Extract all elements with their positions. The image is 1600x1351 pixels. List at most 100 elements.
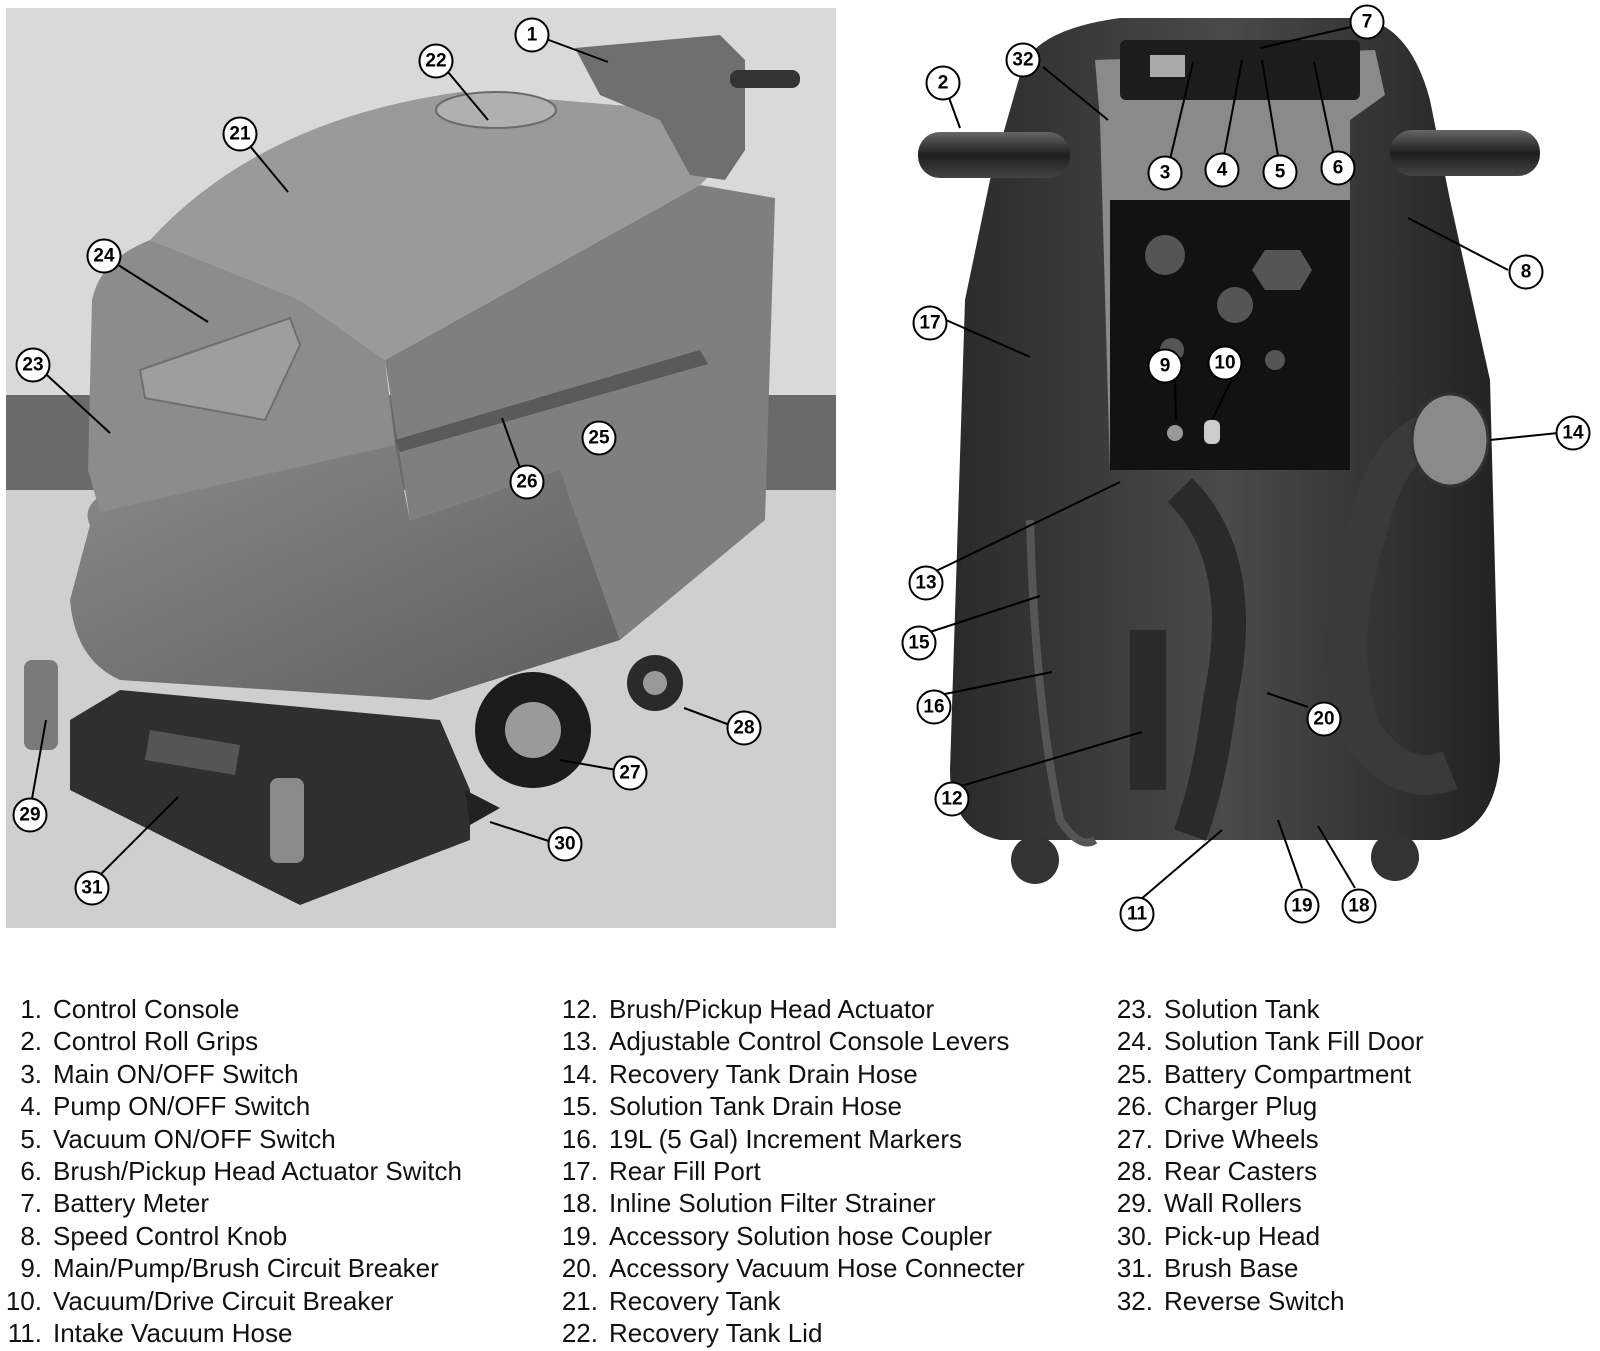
legend-label: Accessory Vacuum Hose Connecter <box>609 1253 1025 1284</box>
svg-text:26: 26 <box>516 472 537 493</box>
svg-text:13: 13 <box>915 573 936 594</box>
legend-item: 23.Solution Tank <box>1105 994 1424 1026</box>
svg-text:25: 25 <box>588 428 610 449</box>
circuit-breaker-10 <box>1204 420 1220 444</box>
legend-label: Brush/Pickup Head Actuator Switch <box>53 1156 462 1187</box>
svg-text:1: 1 <box>527 25 538 46</box>
legend-item: 24.Solution Tank Fill Door <box>1105 1026 1424 1058</box>
legend-label: Solution Tank <box>1164 994 1320 1025</box>
callout-3: 3 <box>1149 157 1182 190</box>
legend-label: Recovery Tank <box>609 1286 781 1317</box>
legend-label: Reverse Switch <box>1164 1286 1345 1317</box>
legend-item: 31.Brush Base <box>1105 1253 1424 1285</box>
legend-label: Charger Plug <box>1164 1091 1317 1122</box>
callout-24: 24 <box>88 240 121 273</box>
rear-caster-left <box>1011 836 1059 884</box>
svg-text:10: 10 <box>1214 353 1235 374</box>
legend-label: Solution Tank Drain Hose <box>609 1091 902 1122</box>
legend-item: 12.Brush/Pickup Head Actuator <box>550 994 1025 1026</box>
callout-15: 15 <box>903 627 936 660</box>
legend-item: 4.Pump ON/OFF Switch <box>0 1091 462 1123</box>
legend-item: 2.Control Roll Grips <box>0 1026 462 1058</box>
callout-29: 29 <box>14 799 47 832</box>
svg-text:21: 21 <box>229 124 251 145</box>
legend-item: 14.Recovery Tank Drain Hose <box>550 1059 1025 1091</box>
legend-label: Battery Compartment <box>1164 1059 1411 1090</box>
legend-label: Adjustable Control Console Levers <box>609 1026 1009 1057</box>
legend-item: 5.Vacuum ON/OFF Switch <box>0 1124 462 1156</box>
rear-grip-left <box>918 132 1070 178</box>
legend-item: 1.Control Console <box>0 994 462 1026</box>
wall-roller-front <box>270 778 304 863</box>
legend-label: Recovery Tank Lid <box>609 1318 822 1349</box>
callout-1: 1 <box>516 19 549 52</box>
legend-item: 17.Rear Fill Port <box>550 1156 1025 1188</box>
svg-text:29: 29 <box>19 805 40 826</box>
legend-item: 11.Intake Vacuum Hose <box>0 1318 462 1350</box>
recovery-tank-lid <box>436 92 556 128</box>
legend-label: Intake Vacuum Hose <box>53 1318 292 1349</box>
svg-text:28: 28 <box>733 718 754 739</box>
side-view-photo <box>6 8 836 928</box>
legend-label: Rear Casters <box>1164 1156 1317 1187</box>
svg-text:8: 8 <box>1521 262 1532 283</box>
svg-text:19: 19 <box>1291 896 1312 917</box>
legend-label: Brush Base <box>1164 1253 1298 1284</box>
callout-19: 19 <box>1286 890 1319 923</box>
svg-text:27: 27 <box>619 763 640 784</box>
legend-item: 28.Rear Casters <box>1105 1156 1424 1188</box>
legend-label: Main/Pump/Brush Circuit Breaker <box>53 1253 439 1284</box>
callout-28: 28 <box>728 712 761 745</box>
legend-item: 6.Brush/Pickup Head Actuator Switch <box>0 1156 462 1188</box>
legend-label: Brush/Pickup Head Actuator <box>609 994 934 1025</box>
legend-column-2: 12.Brush/Pickup Head Actuator 13.Adjusta… <box>550 994 1025 1350</box>
svg-text:5: 5 <box>1275 162 1286 183</box>
legend-item: 10.Vacuum/Drive Circuit Breaker <box>0 1286 462 1318</box>
svg-text:30: 30 <box>554 834 575 855</box>
legend-item: 26.Charger Plug <box>1105 1091 1424 1123</box>
legend-label: Pump ON/OFF Switch <box>53 1091 310 1122</box>
svg-text:16: 16 <box>923 697 944 718</box>
legend-label: Recovery Tank Drain Hose <box>609 1059 918 1090</box>
svg-text:22: 22 <box>425 51 446 72</box>
rear-caster-right <box>1371 833 1419 881</box>
svg-text:3: 3 <box>1160 163 1171 184</box>
legend-label: Speed Control Knob <box>53 1221 287 1252</box>
legend-label: Battery Meter <box>53 1188 209 1219</box>
callout-27: 27 <box>614 757 647 790</box>
callout-16: 16 <box>918 691 951 724</box>
svg-text:6: 6 <box>1333 158 1344 179</box>
callout-21: 21 <box>224 118 257 151</box>
legend-item: 19.Accessory Solution hose Coupler <box>550 1221 1025 1253</box>
callout-11: 11 <box>1121 898 1154 931</box>
svg-text:20: 20 <box>1313 709 1334 730</box>
callout-2: 2 <box>927 67 960 100</box>
legend-item: 21.Recovery Tank <box>550 1286 1025 1318</box>
legend-label: Wall Rollers <box>1164 1188 1302 1219</box>
callout-22: 22 <box>420 45 453 78</box>
svg-text:4: 4 <box>1217 160 1228 181</box>
svg-text:24: 24 <box>93 246 115 267</box>
callout-13: 13 <box>910 567 943 600</box>
callout-5: 5 <box>1264 156 1297 189</box>
head-actuator <box>1130 630 1166 790</box>
legend-item: 32.Reverse Switch <box>1105 1286 1424 1318</box>
svg-text:12: 12 <box>941 789 962 810</box>
legend-label: Main ON/OFF Switch <box>53 1059 299 1090</box>
legend-label: Rear Fill Port <box>609 1156 761 1187</box>
wall-roller-left <box>24 660 58 750</box>
callout-25: 25 <box>583 422 616 455</box>
legend-item: 9.Main/Pump/Brush Circuit Breaker <box>0 1253 462 1285</box>
legend-item: 27.Drive Wheels <box>1105 1124 1424 1156</box>
callout-10: 10 <box>1209 347 1242 380</box>
svg-text:18: 18 <box>1348 896 1369 917</box>
svg-text:15: 15 <box>908 633 930 654</box>
callout-31: 31 <box>76 872 109 905</box>
callout-9: 9 <box>1149 350 1182 383</box>
legend-label: Accessory Solution hose Coupler <box>609 1221 992 1252</box>
callout-6: 6 <box>1322 152 1355 185</box>
legend-label: Vacuum/Drive Circuit Breaker <box>53 1286 394 1317</box>
console-handle-side <box>730 70 800 88</box>
machine-illustration: 1 22 21 24 23 25 26 28 27 29 30 31 7 32 … <box>0 0 1600 950</box>
callout-8: 8 <box>1510 256 1543 289</box>
